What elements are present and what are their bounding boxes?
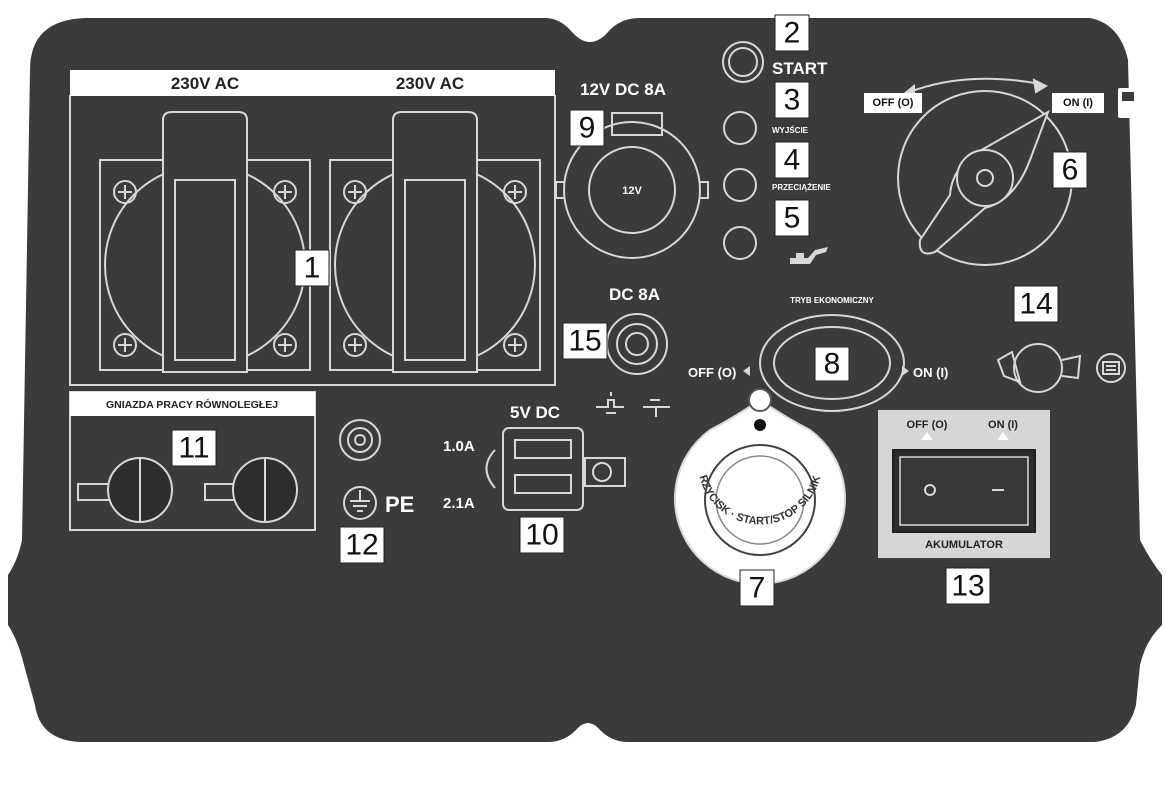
battery-rocker-switch[interactable] xyxy=(892,449,1036,533)
svg-text:14: 14 xyxy=(1019,288,1052,321)
callout-14: 14 xyxy=(1013,285,1059,323)
svg-text:9: 9 xyxy=(579,112,596,145)
callout-4: 4 xyxy=(774,141,810,179)
eco-on-label: ON (I) xyxy=(913,365,948,380)
svg-text:5: 5 xyxy=(784,202,801,235)
svg-text:7: 7 xyxy=(749,572,766,605)
usb-2a-label: 2.1A xyxy=(443,495,475,512)
callout-6: 6 xyxy=(1052,151,1088,189)
battery-on-label: ON (I) xyxy=(988,419,1018,431)
fuel-off-tag xyxy=(864,93,922,113)
dc8-label: DC 8A xyxy=(609,285,660,304)
output-indicator xyxy=(723,111,757,145)
ground-terminal[interactable] xyxy=(339,419,381,461)
pe-label: PE xyxy=(385,492,414,517)
parallel-label: GNIAZDA PRACY RÓWNOLEGŁEJ xyxy=(106,398,278,411)
panel-body xyxy=(8,18,1162,742)
fuel-off-label: OFF (O) xyxy=(873,97,914,109)
svg-text:4: 4 xyxy=(784,144,801,177)
overload-label: PRZECIĄŻENIE xyxy=(772,183,831,192)
svg-text:12: 12 xyxy=(345,529,378,562)
callout-15: 15 xyxy=(562,322,608,360)
ac-socket-right[interactable] xyxy=(329,111,541,373)
ground-symbol-icon xyxy=(343,486,377,520)
callout-2: 2 xyxy=(774,14,810,52)
callout-12: 12 xyxy=(339,526,385,564)
oil-can-icon xyxy=(790,247,828,264)
callout-9: 9 xyxy=(569,109,605,147)
callout-8: 8 xyxy=(814,346,850,382)
start-label: START xyxy=(772,59,828,78)
battery-title: AKUMULATOR xyxy=(925,539,1003,551)
dc12-label: 12V DC 8A xyxy=(580,80,666,99)
start-indicator xyxy=(722,41,764,83)
usb-ports[interactable] xyxy=(485,427,626,511)
fuel-pump-icon xyxy=(1118,88,1145,118)
tank-cap[interactable] xyxy=(996,343,1082,393)
callout-7: 7 xyxy=(739,569,775,607)
ac-sockets-frame: 230V AC 230V AC xyxy=(69,70,556,386)
battery-icon xyxy=(1096,353,1126,383)
svg-text:2: 2 xyxy=(784,17,801,50)
eco-title: TRYB EKONOMICZNY xyxy=(790,296,874,305)
start-stop-button[interactable] xyxy=(674,388,846,585)
callout-13: 13 xyxy=(945,567,991,605)
svg-text:1: 1 xyxy=(304,252,321,285)
oil-indicator xyxy=(723,226,757,260)
ac-socket-left[interactable] xyxy=(99,111,311,373)
ac-right-label: 230V AC xyxy=(396,74,464,93)
callout-3: 3 xyxy=(774,81,810,119)
battery-off-label: OFF (O) xyxy=(907,419,948,431)
dc12-socket[interactable] xyxy=(555,112,709,259)
eco-switch[interactable] xyxy=(759,314,905,412)
svg-text:11: 11 xyxy=(178,432,209,465)
parallel-sockets-frame: GNIAZDA PRACY RÓWNOLEGŁEJ xyxy=(69,391,316,531)
usb-1a-label: 1.0A xyxy=(443,438,475,455)
callout-5: 5 xyxy=(774,199,810,237)
dc12-plug-label: 12V xyxy=(622,185,642,197)
svg-text:10: 10 xyxy=(525,519,558,552)
eco-off-arrow xyxy=(743,366,750,376)
ac-left-label: 230V AC xyxy=(171,74,239,93)
eco-on-arrow xyxy=(902,366,909,376)
svg-text:8: 8 xyxy=(824,348,841,381)
fuel-on-label: ON (I) xyxy=(1063,97,1093,109)
output-label: WYJŚCIE xyxy=(772,126,809,135)
usb-label: 5V DC xyxy=(510,403,560,422)
parallel-socket-left[interactable] xyxy=(77,457,173,523)
svg-text:15: 15 xyxy=(568,325,601,358)
svg-text:3: 3 xyxy=(784,84,801,117)
overload-indicator xyxy=(723,168,757,202)
parallel-socket-right[interactable] xyxy=(204,457,298,523)
svg-text:13: 13 xyxy=(951,570,984,603)
callout-1: 1 xyxy=(294,249,330,287)
fuel-on-tag xyxy=(1052,93,1104,113)
eco-off-label: OFF (O) xyxy=(688,365,736,380)
svg-text:6: 6 xyxy=(1062,154,1079,187)
dc-polarity-icon xyxy=(596,392,670,417)
callout-10: 10 xyxy=(519,516,565,554)
callout-11: 11 xyxy=(171,429,217,467)
